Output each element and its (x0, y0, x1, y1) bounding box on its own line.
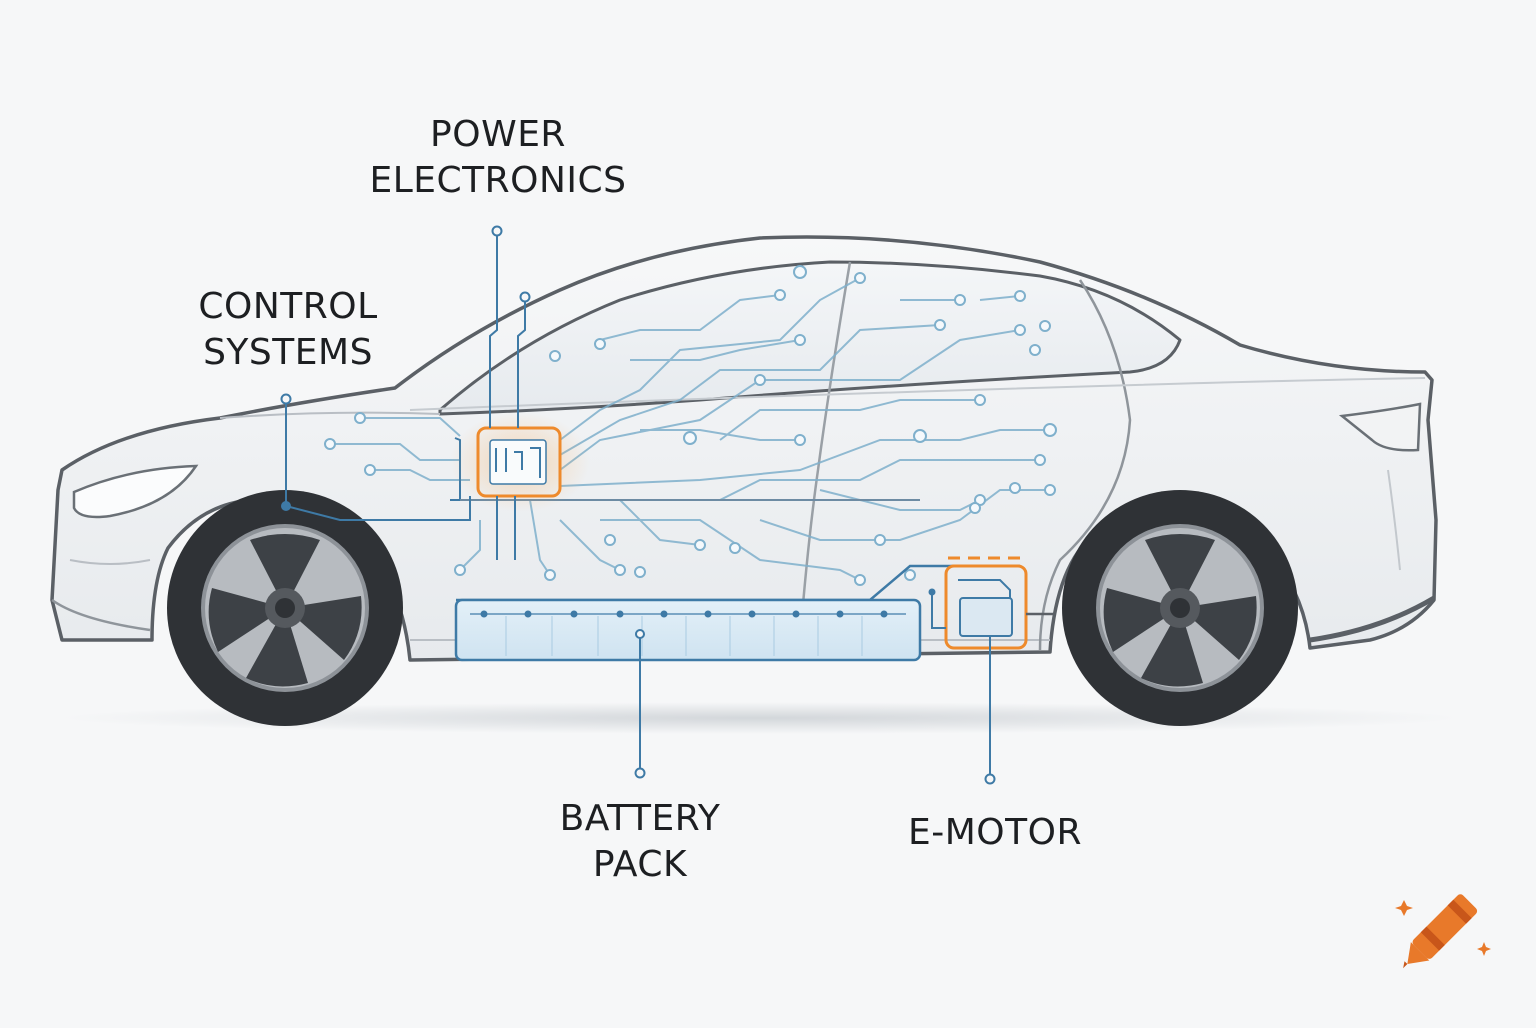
power-electronics-module (450, 412, 590, 512)
ground-shadow (60, 702, 1460, 734)
label-power-electronics-line1: POWER (430, 114, 566, 155)
leader-nodes (280, 225, 996, 785)
rear-wheel (1062, 490, 1298, 726)
label-e-motor-line1: E-MOTOR (908, 812, 1082, 853)
label-e-motor: E-MOTOR (890, 810, 1100, 856)
label-battery-pack-line2: PACK (592, 844, 688, 885)
label-control-systems-line1: CONTROL (198, 286, 378, 327)
leader-lines (285, 232, 991, 778)
side-window (438, 260, 1182, 416)
e-motor-module (928, 556, 1055, 650)
label-battery-pack: BATTERY PACK (520, 796, 760, 888)
tail-light (1338, 402, 1422, 452)
circuit-nodes (324, 265, 1057, 586)
label-power-electronics: POWER ELECTRONICS (340, 112, 656, 204)
headlight (72, 464, 199, 519)
label-control-systems: CONTROL SYSTEMS (170, 284, 406, 376)
front-wheel (167, 490, 403, 726)
circuit-traces (330, 277, 1050, 581)
label-battery-pack-line1: BATTERY (559, 798, 721, 839)
label-control-systems-line2: SYSTEMS (203, 332, 373, 373)
label-power-electronics-line2: ELECTRONICS (369, 160, 627, 201)
crayon-logo-icon (1395, 894, 1491, 969)
